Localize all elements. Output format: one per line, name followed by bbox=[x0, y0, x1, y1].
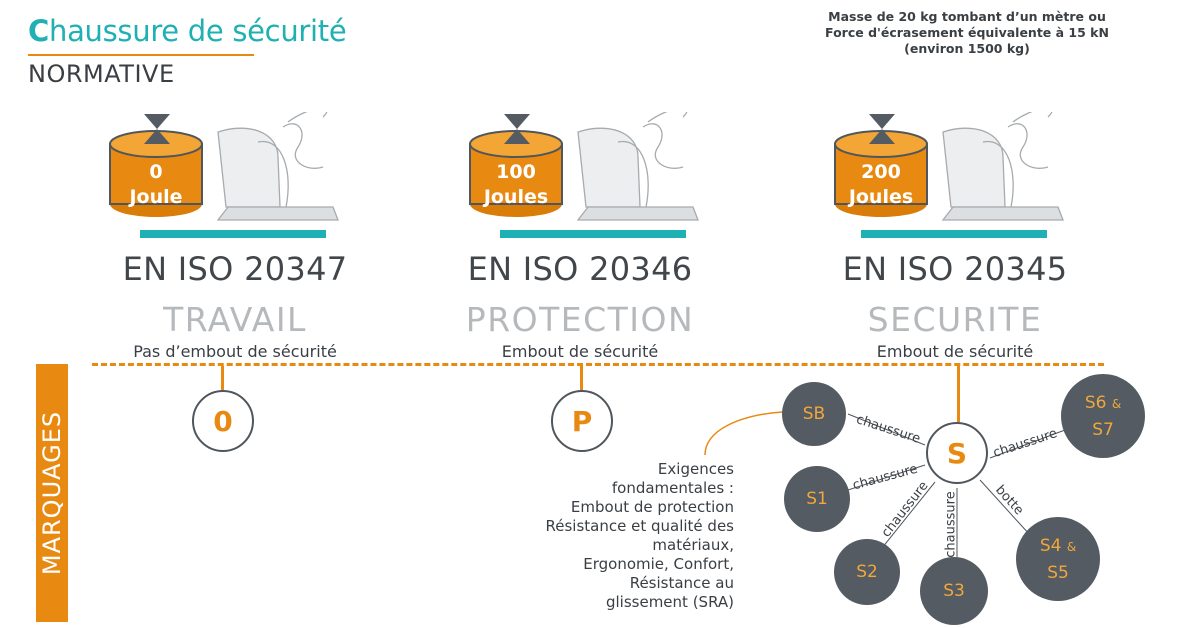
sub-marking-s6-s7: S6 &S7 bbox=[1061, 374, 1145, 458]
sub-marking-sb: SB bbox=[782, 382, 846, 446]
standard-name: EN ISO 20346 bbox=[467, 250, 693, 288]
connector-s2 bbox=[881, 481, 936, 549]
standard-name: EN ISO 20347 bbox=[122, 250, 348, 288]
marking-circle-0: 0 bbox=[192, 390, 254, 452]
marking-circle-s: S bbox=[926, 422, 988, 484]
boot-sketch-icon bbox=[941, 112, 1064, 221]
boot-sketch-icon bbox=[216, 112, 339, 221]
standard-name: EN ISO 20345 bbox=[842, 250, 1068, 288]
connector-sb bbox=[847, 413, 926, 446]
platform-bar bbox=[861, 230, 1047, 238]
shoe-impact-illustration bbox=[109, 112, 339, 238]
stem-marking-0 bbox=[221, 366, 224, 390]
page-title: Chaussure de sécurité bbox=[28, 14, 347, 48]
category-label: PROTECTION bbox=[465, 300, 695, 339]
page-subtitle: NORMATIVE bbox=[28, 60, 175, 88]
shoe-impact-illustration bbox=[469, 112, 699, 238]
category-label: SECURITE bbox=[867, 300, 1043, 339]
platform-bar bbox=[140, 230, 326, 238]
shoe-impact-illustration bbox=[834, 112, 1064, 238]
category-label: TRAVAIL bbox=[163, 300, 307, 339]
hourglass-icon bbox=[869, 114, 895, 144]
hourglass-icon bbox=[144, 114, 170, 144]
marquages-band bbox=[36, 364, 68, 622]
sub-marking-s1: S1 bbox=[784, 466, 850, 532]
title-initial: C bbox=[28, 14, 49, 48]
mass-note: Masse de 20 kg tombant d’un mètre ou For… bbox=[825, 9, 1109, 56]
sub-marking-s4-s5: S4 &S5 bbox=[1016, 517, 1100, 601]
weight-cylinder-icon bbox=[109, 130, 203, 217]
stem-marking-p bbox=[580, 366, 583, 390]
fundamental-requirements: Exigences fondamentales : Embout de prot… bbox=[545, 460, 734, 611]
dashed-timeline bbox=[92, 363, 1104, 366]
platform-bar bbox=[500, 230, 686, 238]
sub-marking-s2: S2 bbox=[834, 539, 900, 605]
connector-s4 bbox=[979, 479, 1031, 536]
category-description: Embout de sécurité bbox=[501, 342, 659, 361]
stem-marking-s bbox=[957, 366, 960, 422]
relation-label-s3: chaussure bbox=[943, 491, 959, 558]
boot-sketch-icon bbox=[576, 112, 699, 221]
requirements-bracket bbox=[704, 411, 783, 456]
title-underline bbox=[28, 54, 254, 56]
hourglass-icon bbox=[504, 114, 530, 144]
category-description: Embout de sécurité bbox=[876, 342, 1034, 361]
marking-circle-p: P bbox=[551, 390, 613, 452]
category-description: Pas d’embout de sécurité bbox=[133, 342, 337, 361]
connector-s1 bbox=[847, 464, 926, 491]
connector-s6 bbox=[989, 429, 1066, 459]
sub-marking-s3: S3 bbox=[920, 557, 988, 625]
title-rest: haussure de sécurité bbox=[48, 14, 347, 48]
